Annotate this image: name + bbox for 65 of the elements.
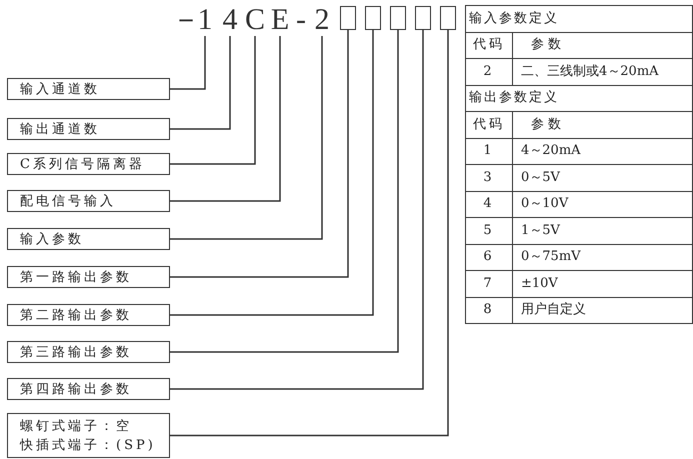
column-header: 参数: [512, 112, 692, 138]
leader-line: [170, 36, 256, 165]
code-character: 2: [311, 4, 333, 36]
parameter-value: 4～20mA: [512, 138, 692, 164]
code-placeholder-box: [340, 6, 356, 30]
code-value: 6: [466, 244, 512, 270]
code-character: 4: [219, 4, 241, 36]
label-box: [7, 78, 170, 100]
column-header: 代码: [466, 112, 512, 138]
parameter-value: 1～5V: [512, 218, 692, 244]
leader-line: [170, 30, 424, 390]
code-value: 5: [466, 218, 512, 244]
leader-line: [170, 36, 281, 202]
table-heading: 输入参数定义: [466, 6, 692, 32]
table-heading: 输出参数定义: [466, 85, 692, 112]
parameter-value: 0～5V: [512, 164, 692, 191]
leader-line: [170, 36, 206, 90]
code-value: 1: [466, 138, 512, 164]
code-placeholder-box: [365, 6, 381, 30]
code-placeholder-box: [440, 6, 456, 30]
box-text: 输出通道数: [20, 121, 101, 139]
code-character: 1: [194, 4, 216, 36]
box-text: 第三路输出参数: [20, 344, 133, 362]
leader-line: [170, 30, 399, 353]
box-text: 配电信号输入: [20, 193, 117, 211]
code-dash: -: [295, 4, 307, 36]
code-value: 4: [466, 191, 512, 218]
label-box: [7, 413, 170, 458]
box-text: 第一路输出参数: [20, 269, 133, 287]
label-box: [7, 341, 170, 363]
label-box: [7, 118, 170, 140]
box-text: C系列信号隔离器: [20, 156, 146, 174]
leader-line: [170, 36, 323, 240]
label-box: [7, 304, 170, 326]
leader-line: [170, 30, 349, 278]
parameter-value: ±10V: [512, 270, 692, 297]
label-box: [7, 228, 170, 250]
code-character: C: [244, 4, 266, 36]
box-text: 输入参数: [20, 231, 85, 249]
column-header: 代码: [466, 32, 512, 58]
code-placeholder-box: [390, 6, 406, 30]
box-text: 输入通道数: [20, 81, 101, 99]
label-box: [7, 153, 170, 175]
code-character: E: [269, 4, 291, 36]
code-placeholder-box: [415, 6, 431, 30]
code-value: 8: [466, 297, 512, 324]
code-value: 7: [466, 270, 512, 297]
code-dash: －: [171, 4, 193, 36]
box-text: 第四路输出参数: [20, 381, 133, 399]
box-text: 螺钉式端子：空: [20, 418, 133, 436]
parameter-value: 0～10V: [512, 191, 692, 218]
leader-line: [170, 30, 449, 436]
label-box: [7, 378, 170, 400]
column-header: 参数: [512, 32, 692, 58]
box-text: 第二路输出参数: [20, 307, 133, 325]
label-box: [7, 266, 170, 288]
leader-line: [170, 36, 231, 130]
parameter-value: 用户自定义: [512, 297, 692, 324]
parameter-value: 0～75mV: [512, 244, 692, 270]
code-value: 2: [466, 58, 512, 85]
code-value: 3: [466, 164, 512, 191]
box-text: 快插式端子：(SP): [20, 437, 157, 455]
label-box: [7, 190, 170, 212]
parameter-value: 二、三线制或4～20mA: [512, 58, 692, 85]
leader-line: [170, 30, 374, 316]
